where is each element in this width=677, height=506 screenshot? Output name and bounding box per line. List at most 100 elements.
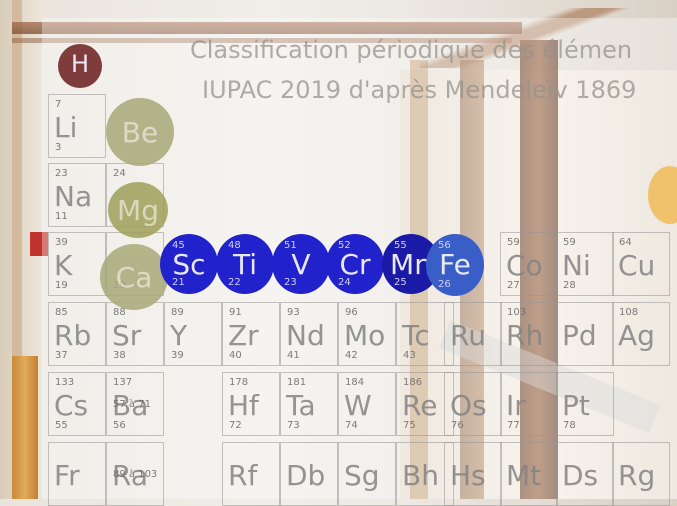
element-sym: Cu (618, 249, 656, 282)
element-mass: 88 (113, 307, 126, 318)
element-num: 27 (507, 280, 520, 291)
right-top-frame (420, 8, 677, 68)
element-sym: Os (450, 389, 487, 422)
element-symbol: Mn (390, 248, 432, 281)
element-num: 77 (507, 420, 520, 431)
sign-title-line1: Classification périodique des élémen (190, 36, 633, 64)
element-sym: Ta (286, 389, 316, 422)
element-mass: 51 (284, 240, 297, 251)
element-sym: Ni (562, 249, 591, 282)
element-mass: 55 (394, 240, 407, 251)
top-rail-2 (12, 38, 512, 43)
element-sym: W (344, 389, 372, 422)
element-num: 40 (229, 350, 242, 361)
element-sym: Re (402, 389, 438, 422)
element-sym: Li (54, 111, 78, 144)
element-sym: K (54, 249, 73, 282)
element-sym: Rf (228, 459, 258, 492)
element-num: 43 (403, 350, 416, 361)
element-sym: Zr (228, 319, 259, 352)
element-num: 11 (55, 211, 68, 222)
element-num: 75 (403, 420, 416, 431)
left-door-frame (12, 0, 22, 360)
element-mass: 39 (55, 237, 68, 248)
element-mass: 64 (619, 237, 632, 248)
red-tab (30, 232, 48, 256)
element-cell-rf: Rf (222, 442, 280, 506)
element-mass: 85 (55, 307, 68, 318)
top-rail (12, 22, 522, 34)
element-sym: Nd (286, 319, 325, 352)
element-cell-hs: Hs (444, 442, 502, 506)
element-mass: 137 (113, 377, 133, 388)
dark-wood-post (520, 40, 558, 499)
element-symbol: Be (121, 116, 159, 149)
element-cell-fr: Fr (48, 442, 106, 506)
element-number: 25 (394, 277, 407, 288)
element-mass: 181 (287, 377, 307, 388)
element-num: 56 (113, 420, 126, 431)
element-sym: Ag (618, 319, 655, 352)
element-cell-sg: Sg (338, 442, 396, 506)
element-num: 73 (287, 420, 300, 431)
element-symbol: Sc (172, 248, 206, 281)
element-mass: 184 (345, 377, 365, 388)
orange-dot (648, 166, 677, 224)
element-mass: 186 (403, 377, 423, 388)
element-sym: Sr (112, 319, 142, 352)
element-num: 78 (563, 420, 576, 431)
element-mass: 96 (345, 307, 358, 318)
element-sym: Mt (506, 459, 542, 492)
element-symbol: Ti (232, 248, 258, 281)
element-number: 26 (438, 279, 451, 290)
element-dot-h: H (58, 44, 102, 88)
element-sym: Pd (562, 319, 597, 352)
element-sym: Y (170, 319, 188, 352)
element-cell-ru: Ru (444, 302, 502, 366)
element-symbol: Mg (117, 194, 159, 227)
element-sym: Ra (112, 459, 148, 492)
element-mass: 89 (171, 307, 184, 318)
element-sym: Pt (562, 389, 590, 422)
element-num: 72 (229, 420, 242, 431)
element-sym: Bh (402, 459, 439, 492)
element-sym: Tc (402, 319, 430, 352)
element-mass: 45 (172, 240, 185, 251)
element-num: 37 (55, 350, 68, 361)
element-sym: Ds (562, 459, 599, 492)
element-num: 3 (55, 142, 62, 153)
element-num: 42 (345, 350, 358, 361)
element-sym: Rg (618, 459, 656, 492)
element-symbol: V (291, 248, 311, 281)
element-mass: 52 (338, 240, 351, 251)
element-mass: 93 (287, 307, 300, 318)
element-sym: Na (54, 180, 93, 213)
element-range: 57 à 71 (113, 399, 151, 410)
element-cell-mt: Mt (500, 442, 558, 506)
element-sym: Rh (506, 319, 544, 352)
element-symbol: H (70, 50, 90, 78)
element-num: 41 (287, 350, 300, 361)
element-sym: Hf (228, 389, 259, 422)
